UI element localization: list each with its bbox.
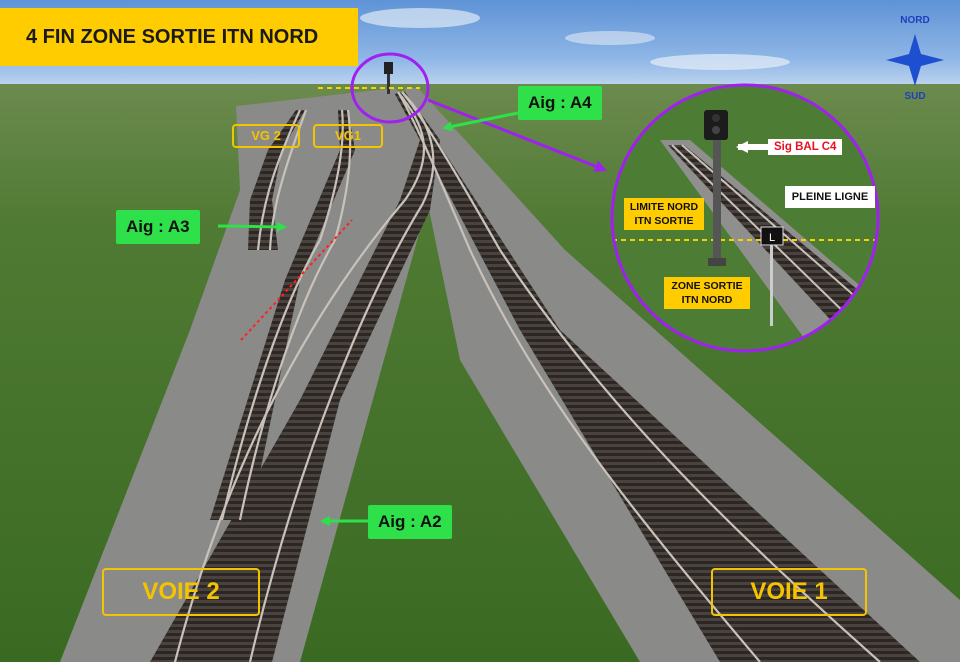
arrow-a3 bbox=[217, 221, 287, 232]
signal-label: Sig BAL C4 bbox=[768, 139, 843, 155]
cloud bbox=[360, 8, 480, 28]
rail bbox=[173, 91, 426, 662]
compass-north: NORD bbox=[900, 15, 930, 26]
rails bbox=[173, 91, 881, 662]
rail bbox=[401, 91, 881, 662]
track-bed-voie1 bbox=[395, 92, 920, 662]
label-aig-a3: Aig : A3 bbox=[116, 210, 200, 244]
rail bbox=[238, 109, 352, 521]
inset-rail bbox=[681, 144, 867, 307]
cloud bbox=[565, 31, 655, 45]
signal-lamp bbox=[712, 114, 720, 122]
label-vg1: VG1 bbox=[313, 124, 383, 148]
page-title: 4 FIN ZONE SORTIE ITN NORD bbox=[0, 8, 358, 66]
sign-plate bbox=[760, 226, 784, 246]
rail bbox=[256, 109, 301, 251]
inset-signal-mast bbox=[713, 138, 721, 264]
distant-signal-mast bbox=[387, 72, 390, 94]
inset-signal-head bbox=[704, 110, 728, 140]
limite-label: LIMITE NORD ITN SORTIE bbox=[624, 198, 704, 230]
track-bed-voie2 bbox=[150, 92, 440, 662]
distant-signal-head bbox=[384, 62, 393, 74]
arrow-a4 bbox=[442, 111, 519, 132]
zone-sortie-label: ZONE SORTIE ITN NORD bbox=[664, 277, 750, 309]
rail bbox=[248, 91, 435, 662]
label-voie1: VOIE 1 bbox=[711, 568, 867, 616]
zoom-arrow bbox=[427, 98, 607, 172]
signal-lamp bbox=[712, 126, 720, 134]
compass-south: SUD bbox=[904, 91, 926, 102]
rail bbox=[220, 109, 344, 521]
ballast-right bbox=[405, 88, 960, 662]
focus-circle bbox=[350, 52, 430, 124]
sign-letter: L bbox=[769, 232, 775, 244]
compass-star bbox=[886, 34, 944, 86]
pleine-ligne-label: PLEINE LIGNE bbox=[785, 186, 875, 208]
label-aig-a4: Aig : A4 bbox=[518, 86, 602, 120]
inset-signal-base bbox=[708, 258, 726, 266]
sign-post bbox=[770, 244, 773, 326]
label-aig-a2: Aig : A2 bbox=[368, 505, 452, 539]
rail bbox=[397, 91, 761, 662]
inset-circle bbox=[610, 83, 880, 353]
cloud bbox=[650, 54, 790, 70]
label-vg2: VG 2 bbox=[232, 124, 300, 148]
track-bed-vg bbox=[210, 110, 355, 520]
label-voie2: VOIE 2 bbox=[102, 568, 260, 616]
